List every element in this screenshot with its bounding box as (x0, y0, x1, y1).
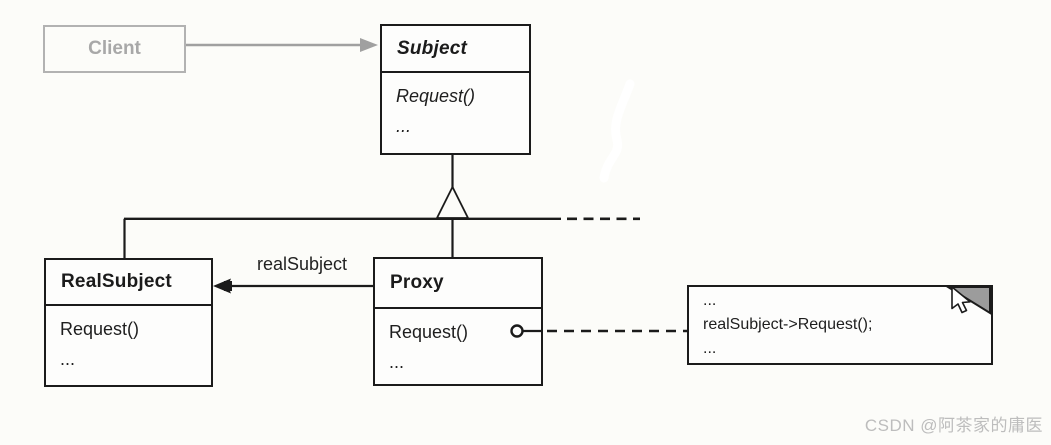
inheritance-connector (435, 155, 470, 219)
subject-class-members: Request() ... (382, 73, 529, 141)
subject-class-name: Subject (382, 26, 529, 73)
proxy-class-members: Request() ... (375, 309, 541, 377)
proxy-class-name: Proxy (375, 259, 541, 309)
inheritance-triangle-icon (435, 184, 470, 219)
realsubject-class-name: RealSubject (46, 260, 211, 306)
realsubject-class-box: RealSubject Request() ... (44, 258, 213, 387)
gray-arrowhead-icon (360, 38, 378, 52)
black-arrowhead-icon (213, 278, 231, 294)
client-class-box: Client (43, 25, 186, 73)
implementation-note: ... realSubject->Request(); ... (687, 285, 993, 365)
csdn-watermark: CSDN @阿茶家的庸医 (864, 416, 1043, 435)
realsubject-method-request: Request() (60, 319, 140, 339)
subject-class-box: Subject Request() ... (380, 24, 531, 155)
proxy-class-box: Proxy Request() ... (373, 257, 543, 386)
hierarchy-line (123, 217, 640, 258)
note-ellipsis-bottom: ... (703, 340, 717, 357)
proxy-method-request: Request() (389, 322, 469, 342)
client-subject-arrow (186, 38, 378, 52)
note-code-line: realSubject->Request(); (703, 316, 873, 333)
client-class-name: Client (88, 38, 141, 59)
note-ellipsis-top: ... (703, 292, 717, 309)
proxy-realsubject-association (213, 278, 373, 294)
realsubject-class-members: Request() ... (46, 306, 211, 374)
subject-method-request: Request() (396, 86, 476, 106)
white-curl-artifact (599, 79, 635, 183)
association-label-realsubject: realSubject (256, 254, 348, 274)
realsubject-ellipsis: ... (60, 349, 76, 369)
subject-ellipsis: ... (396, 116, 412, 136)
proxy-ellipsis: ... (389, 352, 405, 372)
